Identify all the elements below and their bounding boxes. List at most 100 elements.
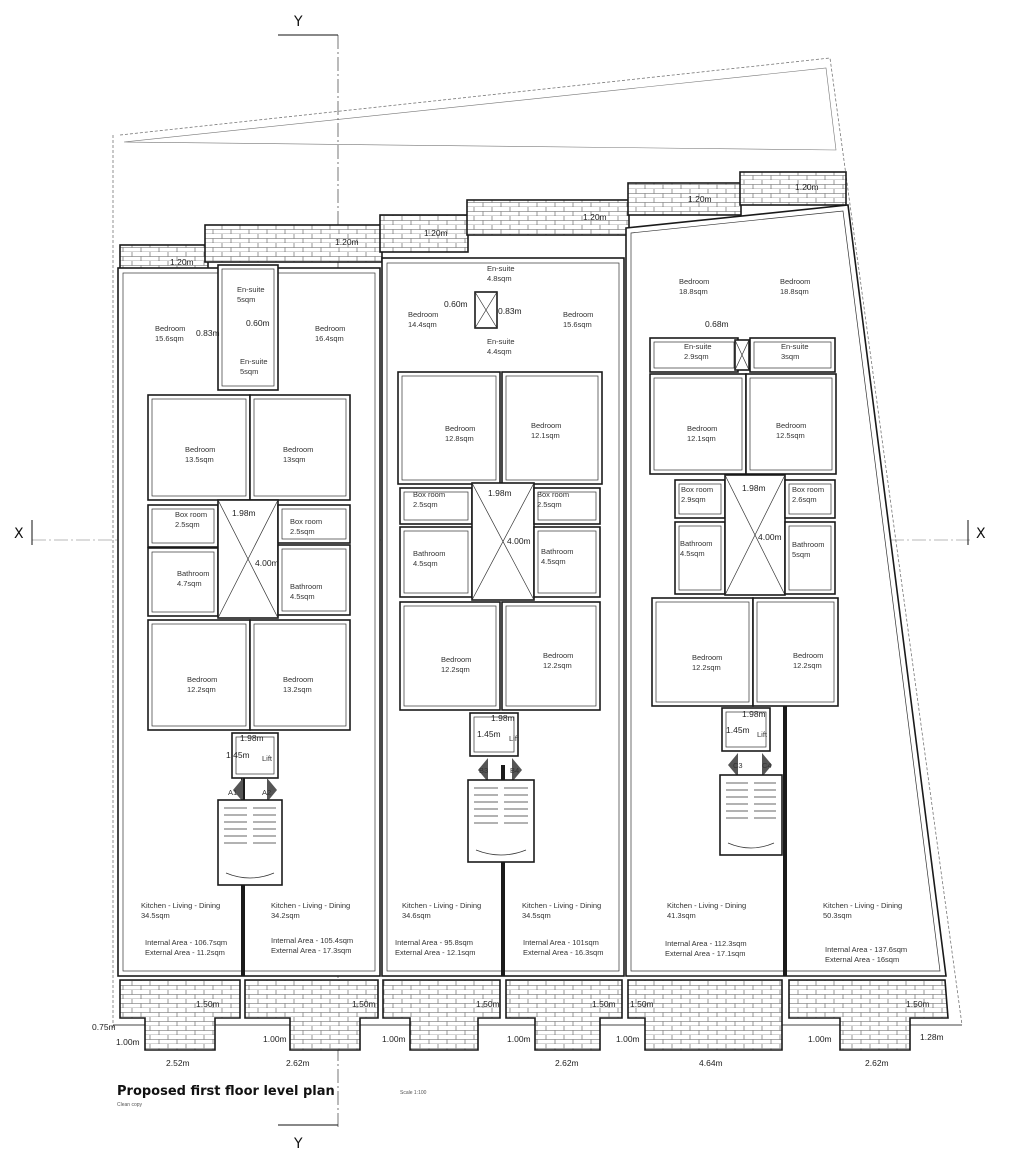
dimension-label: 1.20m: [795, 182, 819, 192]
bathroom-walls: [277, 544, 351, 616]
dimension-label: 1.98m: [742, 483, 766, 493]
lift-walls: [469, 712, 519, 757]
room-area: 18.8sqm: [780, 287, 809, 296]
dimension-label: 1.98m: [232, 508, 256, 518]
staircase: [217, 799, 283, 886]
dimension-label: 1.20m: [688, 194, 712, 204]
room-area: 4.5sqm: [680, 549, 705, 558]
room-name: Kitchen - Living - Dining: [823, 901, 902, 910]
stair-label: B3: [479, 766, 488, 775]
top-balconies: [119, 171, 847, 281]
room-name: Bathroom: [290, 582, 323, 591]
room-name: Kitchen - Living - Dining: [402, 901, 481, 910]
dimension-label: 4.00m: [507, 536, 531, 546]
room-name: Lift: [262, 754, 273, 763]
room-area: 13sqm: [283, 455, 306, 464]
stair-label: B4: [510, 766, 519, 775]
room-area: 41.3sqm: [667, 911, 696, 920]
room-area: 15.6sqm: [563, 320, 592, 329]
room-area: 5sqm: [792, 550, 810, 559]
bathroom-walls: [674, 521, 726, 595]
internal-area: Internal Area - 112.3sqm: [665, 939, 747, 948]
box-room-walls: [533, 487, 601, 525]
internal-area: Internal Area - 105.4sqm: [271, 936, 353, 945]
dimension-label: 4.00m: [255, 558, 279, 568]
room-area: 13.2sqm: [283, 685, 312, 694]
stair-label: A2: [262, 788, 271, 797]
room-name: Bedroom: [315, 324, 345, 333]
lift-door-arrows: [728, 753, 772, 777]
dimension-label: 1.45m: [477, 729, 501, 739]
room-name: Bedroom: [679, 277, 709, 286]
room-area: 18.8sqm: [679, 287, 708, 296]
dimension-label: 1.00m: [382, 1034, 406, 1044]
dimension-label: 1.50m: [592, 999, 616, 1009]
room-area: 12.2sqm: [543, 661, 572, 670]
room-name: Bedroom: [283, 445, 313, 454]
room-name: Bedroom: [687, 424, 717, 433]
room-name: Kitchen - Living - Dining: [141, 901, 220, 910]
room-area: 5sqm: [240, 367, 258, 376]
external-area: External Area - 11.2sqm: [145, 948, 225, 957]
external-area: External Area - 12.1sqm: [395, 948, 475, 957]
room-area: 2.5sqm: [537, 500, 562, 509]
room-name: En-suite: [487, 264, 515, 273]
internal-area: Internal Area - 101sqm: [523, 938, 599, 947]
dimension-label: 1.00m: [808, 1034, 832, 1044]
dimension-label: 1.20m: [170, 257, 194, 267]
bedroom-walls: [501, 371, 603, 485]
room-area: 34.5sqm: [522, 911, 551, 920]
room-area: 14.4sqm: [408, 320, 437, 329]
room-name: Bedroom: [441, 655, 471, 664]
room-area: 12.1sqm: [531, 431, 560, 440]
dimension-label: 1.98m: [742, 709, 766, 719]
bathroom-walls: [147, 547, 219, 617]
box-room-walls: [674, 479, 726, 519]
ensuite-walls: [217, 264, 279, 391]
dimension-label: 1.00m: [507, 1034, 531, 1044]
plan-title: Proposed first floor level plan: [117, 1084, 335, 1099]
stair-label: C3: [733, 761, 743, 770]
room-name: Bedroom: [543, 651, 573, 660]
room-name: Box room: [792, 485, 824, 494]
dimension-label: 0.68m: [705, 319, 729, 329]
dimension-label: 0.60m: [444, 299, 468, 309]
lift-walls: [721, 707, 771, 752]
void: [217, 499, 279, 619]
axis-x-left: X: [14, 526, 24, 542]
room-area: 12.2sqm: [692, 663, 721, 672]
dimension-label: 4.64m: [699, 1058, 723, 1068]
dimension-label: 1.50m: [630, 999, 654, 1009]
box-room-walls: [399, 487, 473, 525]
dimension-label: 1.00m: [116, 1037, 140, 1047]
dimension-label: 1.50m: [476, 999, 500, 1009]
room-area: 2.9sqm: [684, 352, 709, 361]
room-name: Bathroom: [792, 540, 825, 549]
dimension-label: 0.83m: [196, 328, 220, 338]
dimension-label: 1.98m: [488, 488, 512, 498]
box-room-walls: [784, 479, 836, 519]
dimension-label: 1.98m: [240, 733, 264, 743]
stair-label: C4: [762, 761, 772, 770]
bottom-balconies: [119, 979, 949, 1051]
bedroom-walls: [397, 371, 501, 485]
lift-walls: [231, 732, 279, 779]
room-name: Bedroom: [185, 445, 215, 454]
dimension-label: 4.00m: [758, 532, 782, 542]
room-area: 2.5sqm: [175, 520, 200, 529]
void: [724, 474, 786, 596]
room-name: Box room: [413, 490, 445, 499]
room-name: Bathroom: [541, 547, 574, 556]
box-room-walls: [277, 504, 351, 544]
external-area: External Area - 16.3sqm: [523, 948, 603, 957]
dimension-label: 1.00m: [263, 1034, 287, 1044]
room-name: Kitchen - Living - Dining: [667, 901, 746, 910]
room-name: Bedroom: [155, 324, 185, 333]
room-name: Box room: [537, 490, 569, 499]
room-name: Bedroom: [187, 675, 217, 684]
room-name: Bathroom: [680, 539, 713, 548]
room-area: 50.3sqm: [823, 911, 852, 920]
room-area: 12.5sqm: [776, 431, 805, 440]
void: [471, 482, 535, 601]
room-area: 12.2sqm: [793, 661, 822, 670]
